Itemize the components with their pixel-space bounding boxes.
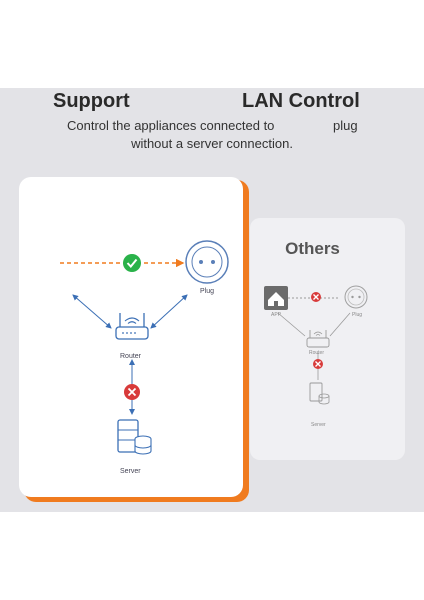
router-label: Router (120, 353, 142, 360)
subtitle-line-1-right: plug (333, 118, 358, 133)
others-router-label: Router (309, 350, 325, 356)
others-card (250, 218, 405, 460)
subtitle-line-2: without a server connection. (131, 136, 293, 151)
plug-icon (185, 240, 229, 284)
others-plug-icon (344, 285, 368, 309)
others-heading: Others (285, 239, 340, 258)
others-plug-label: Plug (352, 312, 363, 318)
subtitle-line-1-left: Control the appliances connected to (67, 118, 275, 133)
cross-icon (124, 384, 140, 400)
others-diagram (264, 285, 368, 405)
app-router-link (72, 294, 112, 329)
others-cross-icon-2 (313, 359, 323, 369)
others-server-icon (309, 382, 330, 405)
main-diagram (60, 240, 229, 455)
others-server-label: Server (311, 422, 326, 428)
router-icon (115, 313, 149, 340)
check-icon (123, 254, 141, 272)
server-label: Server (120, 468, 141, 475)
others-app-label: APP (271, 312, 282, 318)
plug-label: Plug (200, 288, 215, 295)
title-support: Support (53, 90, 130, 112)
others-router-icon (306, 330, 330, 348)
main-card (19, 177, 243, 497)
others-app-icon (264, 286, 288, 310)
others-plug-router-link (329, 312, 351, 337)
title-lan-control: LAN Control (242, 90, 360, 112)
others-app-router-link (277, 312, 306, 337)
plug-router-link (150, 294, 188, 329)
banner-panel: Support LAN Control Control the applianc… (0, 88, 424, 512)
server-icon (117, 419, 152, 455)
others-cross-icon (311, 292, 321, 302)
